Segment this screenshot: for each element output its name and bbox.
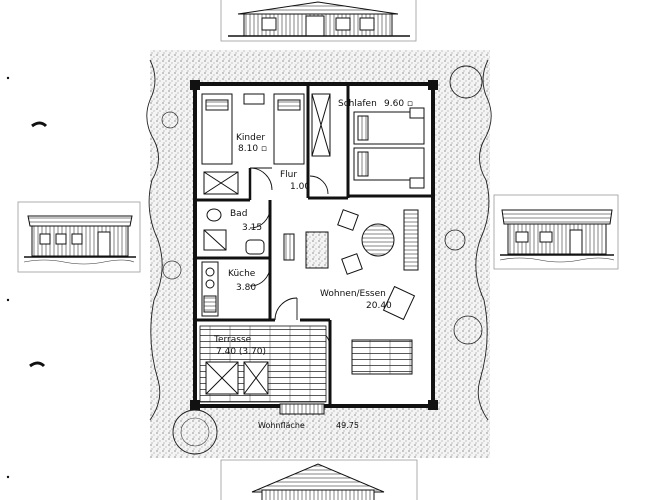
schlafen-furniture [353, 107, 425, 189]
bad-fixtures [203, 208, 265, 255]
room-terrasse-area: 7.40 (3.70) [216, 347, 266, 357]
room-kinder-name: Kinder [236, 133, 265, 143]
total-area-label: Wohnfläche [258, 421, 305, 430]
room-terrasse-name: Terrasse [213, 335, 252, 345]
punch-mark [29, 361, 46, 368]
elevation-left [17, 201, 141, 273]
room-wohnen-area: 20.40 [366, 301, 392, 311]
room-schlafen-area: 9.60 ▫ [384, 99, 413, 109]
room-bad-name: Bad [230, 209, 247, 219]
elevation-bottom [220, 459, 418, 500]
total-area-value: 49.75 [336, 421, 359, 430]
punch-mark [31, 121, 48, 128]
terrasse-area [199, 325, 327, 403]
elevation-right [493, 194, 619, 270]
room-wohnen-name: Wohnen/Essen [320, 289, 386, 299]
kueche-fixtures [201, 261, 219, 317]
room-flur-name: Flur [280, 170, 297, 180]
room-kueche-name: Küche [228, 269, 256, 279]
room-kueche-area: 3.80 [236, 283, 256, 293]
room-kinder-area: 8.10 ▫ [238, 144, 267, 154]
entrance-steps [279, 403, 325, 415]
kinder-furniture [201, 93, 305, 195]
wardrobe [311, 93, 331, 157]
room-bad-area: 3.15 [242, 223, 262, 233]
wohnen-furniture [283, 209, 419, 375]
elevation-top [220, 0, 417, 42]
room-schlafen-name: Schlafen [338, 99, 377, 109]
room-flur-area: 1.00 [290, 182, 310, 192]
